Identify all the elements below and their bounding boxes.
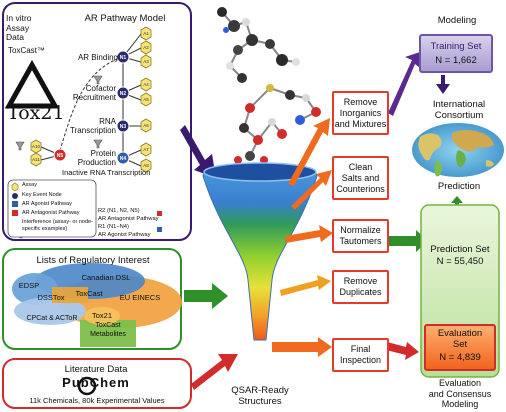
svg-text:N5: N5: [57, 153, 64, 159]
svg-text:A8: A8: [143, 163, 149, 168]
tox21-logo-text: Tox21: [7, 102, 65, 124]
regulatory-title: Lists of Regulatory Interest: [36, 255, 150, 266]
world-map: [412, 123, 504, 177]
prediction-set-title: Prediction Set: [430, 244, 490, 255]
assay-hexagons: [30, 26, 152, 173]
step-clean-salts: Clean Salts and Counterions: [332, 156, 389, 200]
training-set-box: [419, 34, 493, 73]
svg-text:A5: A5: [143, 97, 149, 102]
venn-dsstox: DSSTox: [37, 293, 65, 302]
venn-canadian-dsl: Canadian DSL: [81, 273, 131, 282]
tox21-triangle: [4, 59, 60, 109]
ar-pathway-title: AR Pathway Model: [84, 13, 166, 24]
svg-text:N1: N1: [120, 55, 127, 61]
svg-text:A10: A10: [32, 144, 41, 149]
regulatory-venn: [12, 263, 182, 347]
molecule-atoms: [217, 7, 321, 164]
svg-text:A7: A7: [143, 147, 149, 152]
svg-text:A6: A6: [143, 123, 149, 128]
legend-item-node: Key Event Node: [22, 192, 62, 198]
svg-text:A1: A1: [143, 31, 149, 36]
venn-eu-einecs: EU EINECS: [119, 293, 161, 302]
legend-swatches: [157, 211, 162, 232]
training-set-count: N = 1,662: [435, 55, 477, 66]
evaluation-set-box: [424, 324, 496, 371]
svg-text:A3: A3: [143, 59, 149, 64]
toxcast-label: ToxCast™: [8, 46, 45, 55]
pubchem-logo-ring: [77, 376, 97, 396]
venn-cpcat-actor: CPCat & ACToR: [26, 315, 78, 322]
ar-assay-header: In vitro Assay Data: [6, 13, 32, 42]
step-normalize-tautomers: Normalize Tautomers: [332, 219, 389, 253]
legend-item-assay: Assay: [22, 182, 37, 188]
svg-text:N3: N3: [120, 124, 127, 130]
rna-transcription-label: RNA Transcription: [70, 117, 116, 135]
pubchem-logo: PubChem: [62, 375, 130, 390]
inactive-rna-label: Inactive RNA Transcription: [62, 168, 151, 177]
svg-text:A11: A11: [32, 157, 40, 162]
step-remove-inorganics: Remove Inorganics and Mixtures: [332, 91, 389, 135]
legend-item-interference: Interference (assay- or node-specific ex…: [22, 219, 93, 232]
training-set-title: Training Set: [430, 41, 482, 52]
legend-item-agonist: AR Agonist Pathway: [22, 201, 72, 207]
protein-production-label: Protein Production: [77, 149, 116, 167]
svg-text:N4: N4: [120, 156, 127, 162]
r2-antagonist-label: R2 (N1, N2, N5) AR Antagonist Pathway: [98, 208, 159, 222]
molecule-graphics: [221, 11, 317, 157]
key-event-node-labels: N1 N2 N3 N4 N5: [57, 55, 127, 162]
funnel-label: QSAR-Ready Structures: [231, 385, 289, 407]
svg-text:N2: N2: [120, 91, 127, 97]
input-arrows: [180, 125, 238, 390]
step-remove-duplicates: Remove Duplicates: [332, 270, 389, 304]
modeling-title: Modeling: [437, 15, 477, 26]
evaluation-set-count: N = 4,839: [439, 352, 481, 363]
step-final-inspection: Final Inspection: [332, 338, 389, 372]
ar-legend-box: [7, 179, 97, 238]
venn-toxcast: ToxCast: [75, 289, 103, 298]
assay-labels: A1 A2 A3 A4 A5 A6 A7 A8 A10 A11: [32, 31, 149, 168]
evaluation-footer: Evaluation and Consensus Modeling: [428, 378, 492, 409]
svg-text:A4: A4: [143, 82, 149, 87]
r1-agonist-label: R1 (N1–N4) AR Agonist Pathway: [98, 224, 151, 238]
prediction-set-count: N = 55,450: [436, 256, 484, 267]
venn-tox21: Tox21: [91, 311, 112, 320]
step-arrows: [272, 52, 463, 360]
venn-toxcast-metabolites: ToxCast Metabolites: [90, 322, 126, 338]
ar-binding-label: AR Binding: [77, 53, 118, 62]
prediction-label: Prediction: [437, 181, 481, 192]
consortium-label: International Consortium: [432, 99, 486, 121]
lit-panel-frame: [2, 358, 192, 409]
qsar-funnel: [202, 163, 318, 341]
evaluation-set-title: Evaluation Set: [437, 328, 483, 350]
svg-text:A2: A2: [143, 45, 149, 50]
literature-subtitle: 11k Chemicals, 80k Experimental Values: [29, 396, 165, 405]
literature-title: Literature Data: [64, 364, 128, 375]
legend-item-antagonist: AR Antagonist Pathway: [22, 210, 80, 216]
venn-edsp: EDSP: [18, 281, 40, 290]
cofactor-label: Cofactor Recruitment: [72, 84, 116, 102]
funnel-mouth: [203, 162, 317, 182]
key-event-nodes: [53, 50, 130, 165]
legend-markers: [11, 182, 19, 216]
